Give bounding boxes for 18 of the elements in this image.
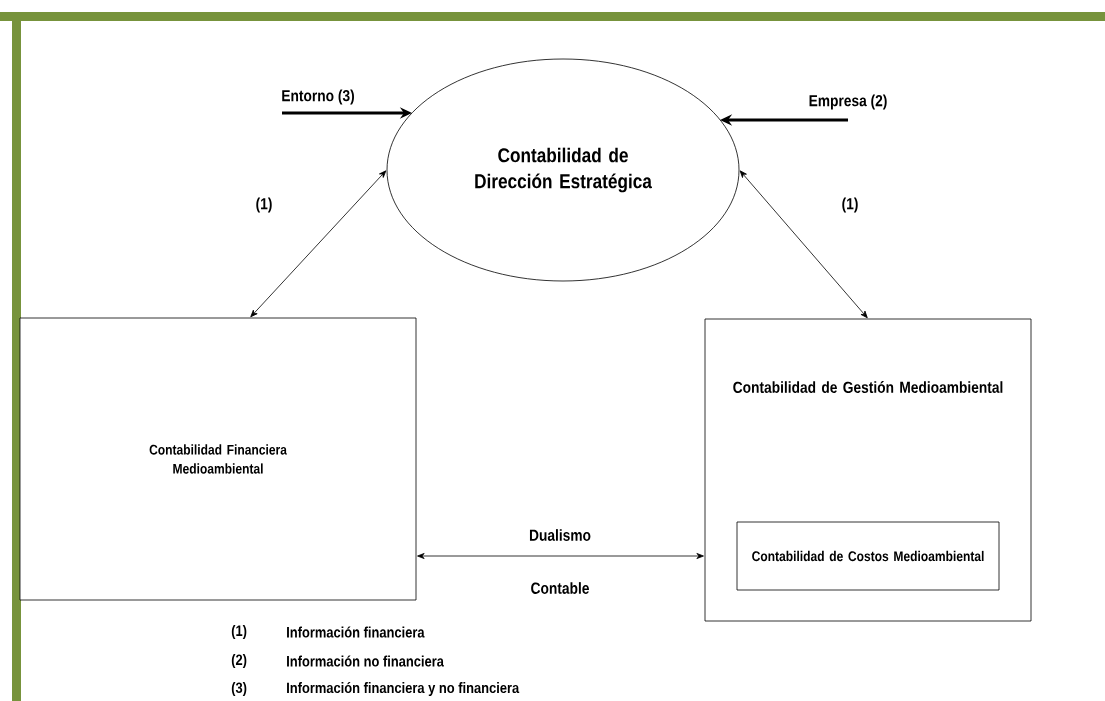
label-text: Dualismo (529, 529, 591, 541)
arrow (417, 553, 704, 559)
process-box: Contabilidad Financiera Medioambiental (19, 317, 417, 601)
arrow (250, 170, 387, 318)
process-box: Contabilidad de Costos Medioambiental (736, 521, 1000, 591)
edge-label: (1) (840, 196, 860, 214)
legend-text: Información no financiera (287, 655, 444, 667)
arrow (739, 170, 868, 319)
legend-text: Información financiera y no financiera (287, 681, 520, 697)
label-text: Contable (531, 582, 589, 594)
legend-number: (1) (231, 625, 247, 639)
edge-label: Empresa (2) (807, 93, 889, 111)
edge-label: Entorno (3) (280, 88, 356, 106)
legend-number: (3) (231, 682, 247, 696)
legend-number: (2) (231, 654, 247, 668)
ellipse-node: Contabilidad de Dirección Estratégica (386, 58, 740, 282)
edge-label: (1) (254, 196, 274, 214)
legend-text: Información financiera (287, 626, 425, 638)
